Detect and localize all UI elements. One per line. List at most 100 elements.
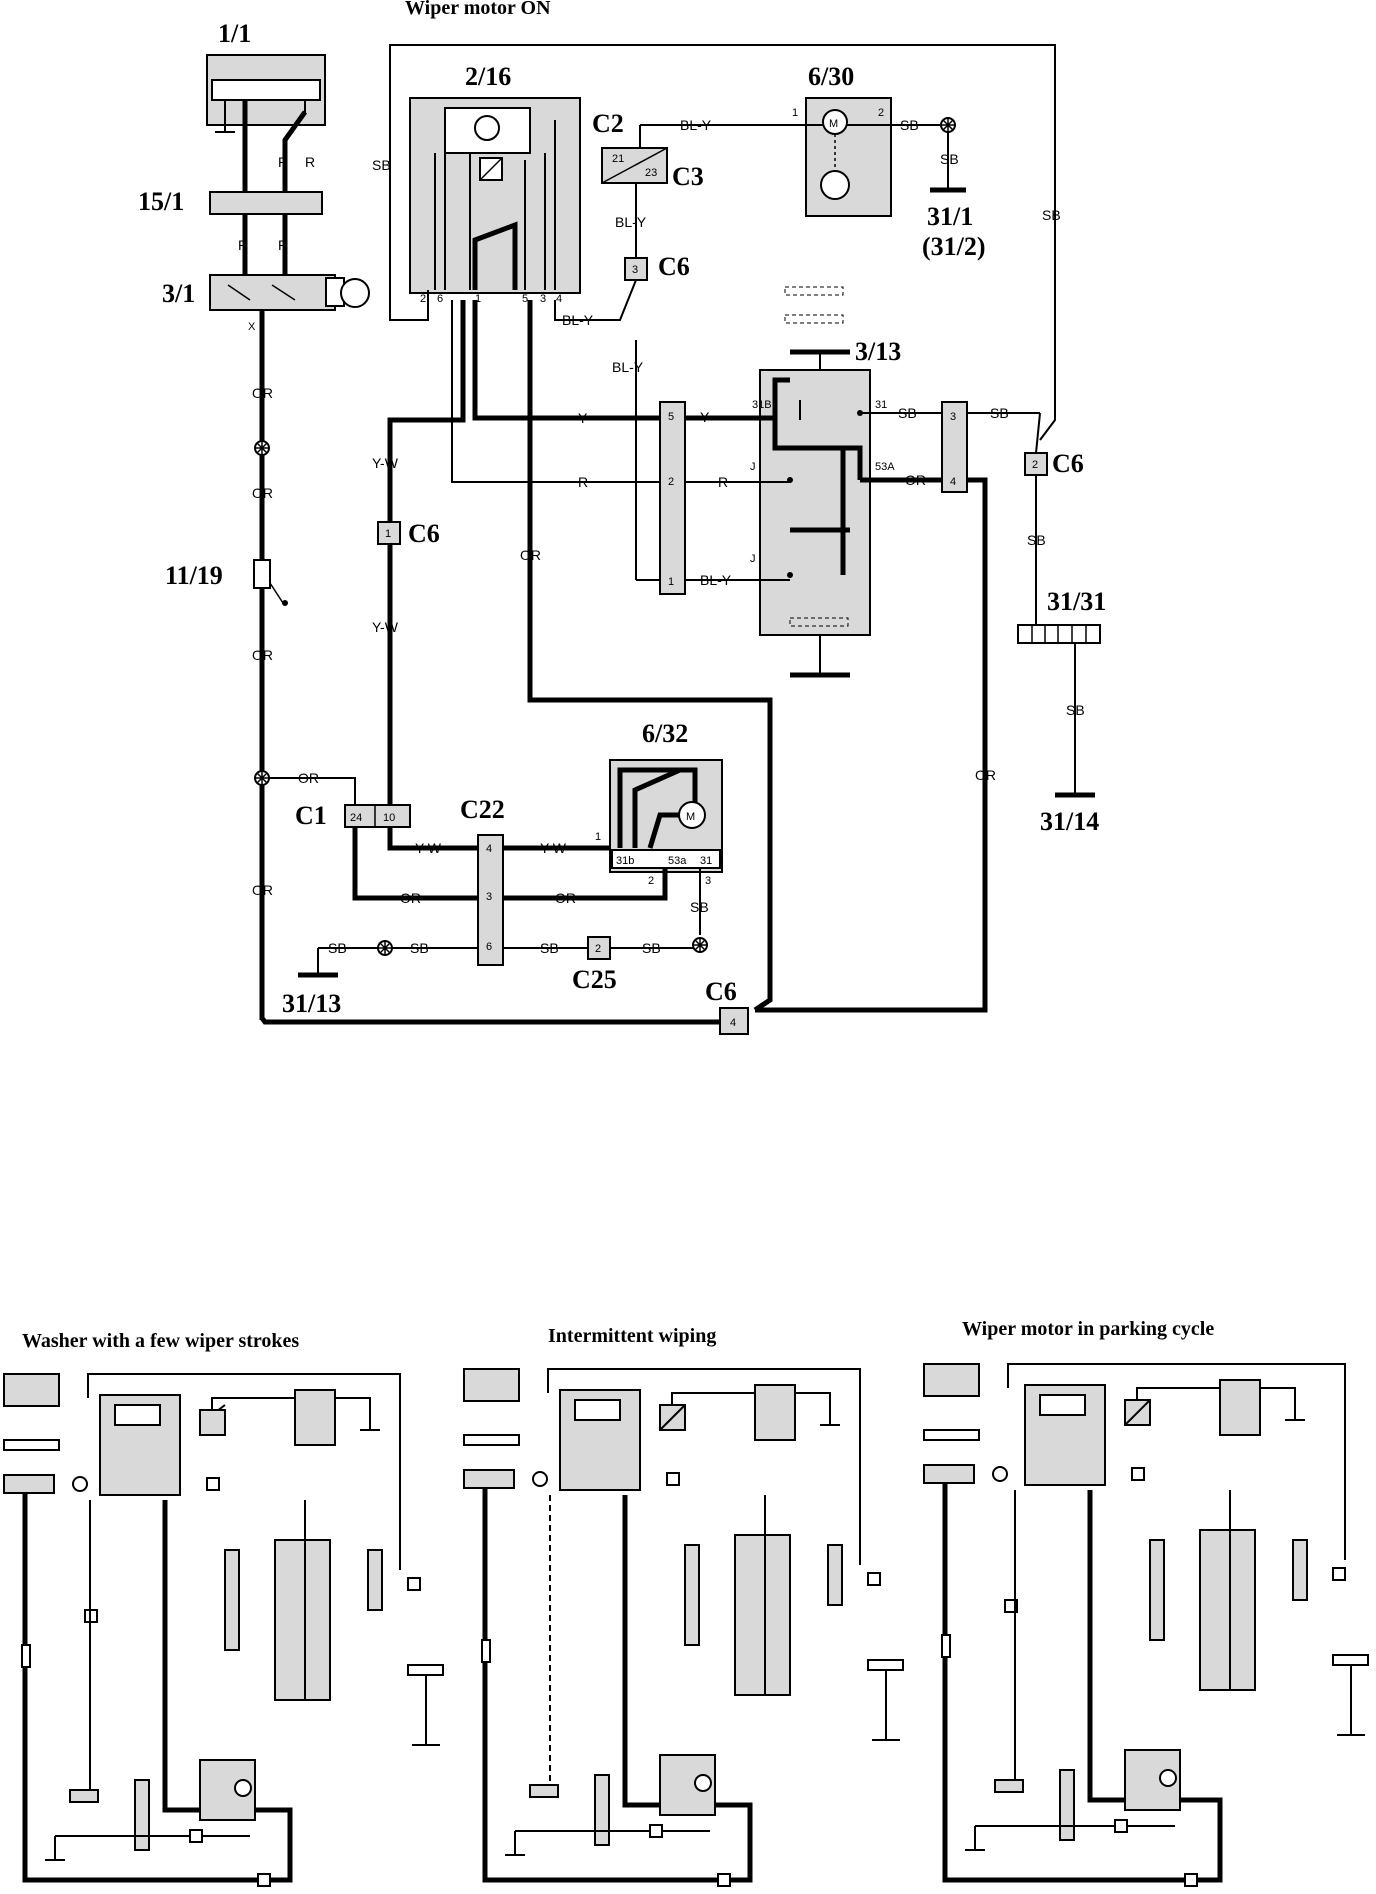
- svg-text:2: 2: [878, 107, 884, 119]
- intermittent-title: Intermittent wiping: [548, 1325, 716, 1347]
- svg-text:OR: OR: [298, 770, 319, 786]
- svg-text:Y-W: Y-W: [372, 619, 399, 635]
- label-11-19: 11/19: [165, 561, 223, 590]
- svg-text:3: 3: [705, 875, 711, 887]
- svg-text:OR: OR: [252, 485, 273, 501]
- svg-text:1: 1: [595, 831, 601, 843]
- svg-text:Y: Y: [700, 409, 710, 425]
- connector-c22: C22 4 3 6: [460, 795, 505, 966]
- svg-text:4: 4: [556, 293, 562, 305]
- connector-c1: C1 24 10: [295, 801, 411, 830]
- label-1-1: 1/1: [218, 19, 251, 48]
- label-31-13: 31/13: [282, 989, 341, 1018]
- parking-title: Wiper motor in parking cycle: [962, 1318, 1214, 1340]
- svg-text:SB: SB: [1066, 702, 1085, 718]
- svg-text:SB: SB: [900, 117, 919, 133]
- wiper-switch-3-13: 3/13 31B 31 53A J J: [750, 337, 901, 678]
- svg-text:SB: SB: [1027, 532, 1046, 548]
- svg-text:SB: SB: [642, 940, 661, 956]
- relay-coil-icon: [474, 115, 500, 141]
- wiper-switch-box: [759, 369, 871, 636]
- svg-text:5: 5: [522, 293, 528, 305]
- svg-text:3: 3: [632, 264, 638, 276]
- svg-text:Y-W: Y-W: [372, 455, 399, 471]
- svg-text:1: 1: [668, 576, 674, 588]
- splice-icon: [692, 937, 708, 953]
- svg-text:M: M: [686, 811, 695, 823]
- svg-text:SB: SB: [690, 899, 709, 915]
- svg-text:1: 1: [385, 528, 391, 540]
- washer-pump-6-30: 6/30 M 1 2: [792, 62, 892, 217]
- label-3-13: 3/13: [855, 337, 901, 366]
- washer-pump-box: [805, 97, 892, 217]
- label-6-32: 6/32: [642, 719, 688, 748]
- label-3-1: 3/1: [162, 279, 195, 308]
- c1-box: [344, 804, 411, 828]
- svg-text:BL-Y: BL-Y: [562, 312, 594, 328]
- svg-text:2: 2: [595, 943, 601, 955]
- svg-text:R: R: [278, 154, 288, 170]
- connector-strip: [659, 401, 686, 595]
- svg-text:31b: 31b: [616, 855, 634, 867]
- svg-text:Y-W: Y-W: [415, 840, 442, 856]
- svg-text:R: R: [578, 474, 588, 490]
- svg-text:OR: OR: [905, 472, 926, 488]
- svg-text:1: 1: [475, 293, 481, 305]
- label-15-1: 15/1: [138, 187, 184, 216]
- svg-text:BL-Y: BL-Y: [700, 572, 732, 588]
- svg-text:Y: Y: [578, 410, 588, 426]
- svg-text:6: 6: [486, 941, 492, 953]
- svg-text:OR: OR: [975, 767, 996, 783]
- svg-text:23: 23: [645, 167, 657, 179]
- label-c6: C6: [1052, 449, 1084, 478]
- ignition-switch-3-1: 3/1 X: [162, 274, 370, 333]
- label-2-16: 2/16: [465, 62, 511, 91]
- svg-text:OR: OR: [252, 385, 273, 401]
- svg-text:BL-Y: BL-Y: [680, 117, 712, 133]
- ground-strip-rect: [1017, 624, 1101, 644]
- svg-text:3: 3: [950, 411, 956, 423]
- label-6-30: 6/30: [808, 62, 854, 91]
- small-diagram-parking: [923, 1363, 1369, 1887]
- fuse-11-19: 11/19: [165, 559, 288, 606]
- svg-text:53a: 53a: [668, 855, 687, 867]
- svg-text:R: R: [238, 237, 248, 253]
- svg-text:3: 3: [486, 891, 492, 903]
- splice-icon: [254, 440, 270, 456]
- label-31-31: 31/31: [1047, 587, 1106, 616]
- small-diagram-washer: [3, 1373, 444, 1887]
- svg-text:OR: OR: [555, 890, 576, 906]
- small-diagram-intermittent: [463, 1368, 904, 1887]
- c6-connector: [719, 1007, 749, 1035]
- svg-text:6: 6: [437, 293, 443, 305]
- svg-text:SB: SB: [1042, 207, 1061, 223]
- svg-text:R: R: [278, 237, 288, 253]
- svg-text:OR: OR: [400, 890, 421, 906]
- svg-text:SB: SB: [410, 940, 429, 956]
- svg-text:OR: OR: [252, 647, 273, 663]
- svg-text:OR: OR: [520, 547, 541, 563]
- svg-text:SB: SB: [540, 940, 559, 956]
- svg-text:SB: SB: [990, 405, 1009, 421]
- splice-icon: [377, 940, 393, 956]
- svg-text:R: R: [718, 474, 728, 490]
- svg-text:53A: 53A: [875, 461, 895, 473]
- svg-text:2: 2: [668, 476, 674, 488]
- label-c1: C1: [295, 801, 327, 830]
- svg-text:2: 2: [648, 875, 654, 887]
- fuse-box-15-1: 15/1: [138, 187, 323, 216]
- relay-2-16: 2/16 2 6 1 5 3 4: [409, 62, 581, 305]
- connector-3-4: [941, 401, 968, 493]
- ignition-switch-box: [209, 274, 336, 311]
- svg-text:4: 4: [950, 476, 956, 488]
- svg-text:4: 4: [730, 1017, 736, 1029]
- svg-text:OR: OR: [252, 882, 273, 898]
- wiper-motor-6-32: 6/32 M 31b 53a 31: [609, 719, 723, 873]
- svg-text:BL-Y: BL-Y: [615, 214, 647, 230]
- ground-strip-31-31: 31/31: [1017, 587, 1106, 644]
- svg-text:X: X: [248, 321, 256, 333]
- svg-text:10: 10: [383, 812, 395, 824]
- washer-title: Washer with a few wiper strokes: [22, 1330, 299, 1352]
- svg-text:R: R: [305, 154, 315, 170]
